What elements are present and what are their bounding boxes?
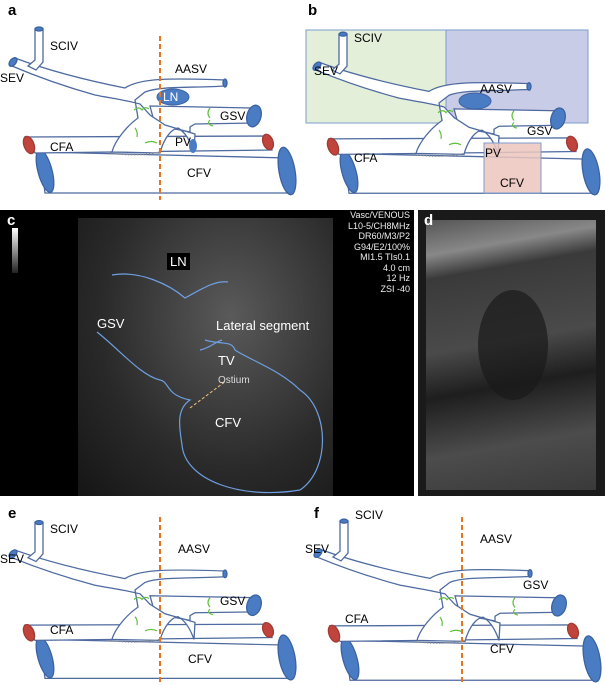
label-sev: SEV — [314, 64, 338, 78]
label-gsv: GSV — [97, 316, 125, 331]
label-tv: TV — [218, 353, 235, 368]
panel-letter: d — [424, 212, 434, 229]
readout-line: DR60/M3/P2 — [358, 231, 410, 241]
panel-d-ultrasound: d — [418, 210, 605, 496]
label-ln: LN — [167, 253, 190, 270]
label-gsv: GSV — [527, 124, 552, 138]
panel-a: a SCIV SEV AASV LN GSV PV CFA CFV — [0, 0, 300, 200]
label-sciv: SCIV — [50, 39, 78, 53]
label-cfv: CFV — [188, 652, 212, 666]
ultrasound-image — [78, 218, 333, 496]
vein-diagram: SCIV SEV AASV GSV CFA CFV — [0, 517, 300, 685]
label-cfa: CFA — [50, 140, 73, 154]
label-aasv: AASV — [178, 542, 210, 556]
panel-e: e SCIV SEV AASV GSV CFA CFV — [0, 505, 300, 685]
label-sev: SEV — [0, 552, 24, 566]
label-pv: PV — [485, 146, 501, 160]
readout-line: Vasc/VENOUS — [350, 210, 410, 220]
panel-f: f SCIV SEV AASV GSV CFA CFV — [300, 505, 605, 685]
label-ln: LN — [163, 90, 178, 104]
label-sciv: SCIV — [50, 522, 78, 536]
label-cfv: CFV — [187, 166, 211, 180]
label-gsv: GSV — [523, 578, 548, 592]
label-pv: PV — [175, 135, 191, 149]
label-cfa: CFA — [354, 151, 377, 165]
label-ln: LN — [465, 111, 480, 125]
label-ostium: Ostium — [218, 375, 250, 386]
label-gsv: GSV — [220, 109, 245, 123]
label-gsv: GSV — [220, 594, 245, 608]
panel-b: b SCIV SEV AASV LN GSV PV CFA CFV — [302, 0, 605, 200]
label-aasv: AASV — [480, 532, 512, 546]
readout-line: ZSI -40 — [380, 283, 410, 294]
region-purple — [445, 29, 589, 124]
vein-diagram: SCIV SEV AASV LN GSV PV CFA CFV — [0, 26, 300, 200]
region-pink — [483, 142, 542, 194]
label-cfa: CFA — [345, 612, 368, 626]
contour-overlay — [96, 273, 324, 494]
vein-diagram: SCIV SEV AASV GSV CFA CFV — [305, 508, 605, 685]
label-sciv: SCIV — [354, 31, 382, 45]
scan-settings-readout: Vasc/VENOUS L10-5/CH8MHz DR60/M3/P2 G94/… — [348, 210, 410, 294]
readout-line: 12 Hz — [386, 273, 410, 283]
panel-letter: f — [314, 505, 319, 522]
panel-c-ultrasound: c LN GSV Lateral segment TV Ostium CFV V… — [0, 210, 414, 496]
grayscale-bar — [12, 228, 18, 273]
panel-letter: b — [308, 2, 318, 19]
label-aasv: AASV — [480, 82, 512, 96]
pv-end-shape — [189, 139, 197, 153]
region-green — [305, 29, 447, 124]
label-sciv: SCIV — [355, 508, 383, 522]
label-cfv: CFV — [215, 415, 241, 430]
label-sev: SEV — [0, 71, 24, 85]
readout-line: 4.0 cm — [382, 262, 410, 273]
vein-diagram-regions: SCIV SEV AASV LN GSV PV CFA CFV — [305, 29, 604, 197]
lymph-node-shape — [458, 92, 492, 110]
panel-letter: e — [8, 505, 17, 522]
panel-letter: c — [7, 212, 16, 229]
label-lateral-segment: Lateral segment — [216, 318, 310, 333]
readout-line: MI1.5 TIs0.1 — [360, 252, 410, 262]
label-cfv: CFV — [490, 642, 514, 656]
lymph-node-shape — [156, 88, 190, 106]
vessel-lumen — [478, 290, 548, 400]
panel-letter: a — [8, 2, 17, 19]
label-cfv: CFV — [500, 176, 524, 190]
ostium-line — [189, 380, 227, 409]
label-aasv: AASV — [175, 62, 207, 76]
label-sev: SEV — [305, 542, 329, 556]
readout-line: G94/E2/100% — [353, 241, 410, 252]
readout-line: L10-5/CH8MHz — [347, 220, 410, 231]
label-cfa: CFA — [50, 623, 73, 637]
